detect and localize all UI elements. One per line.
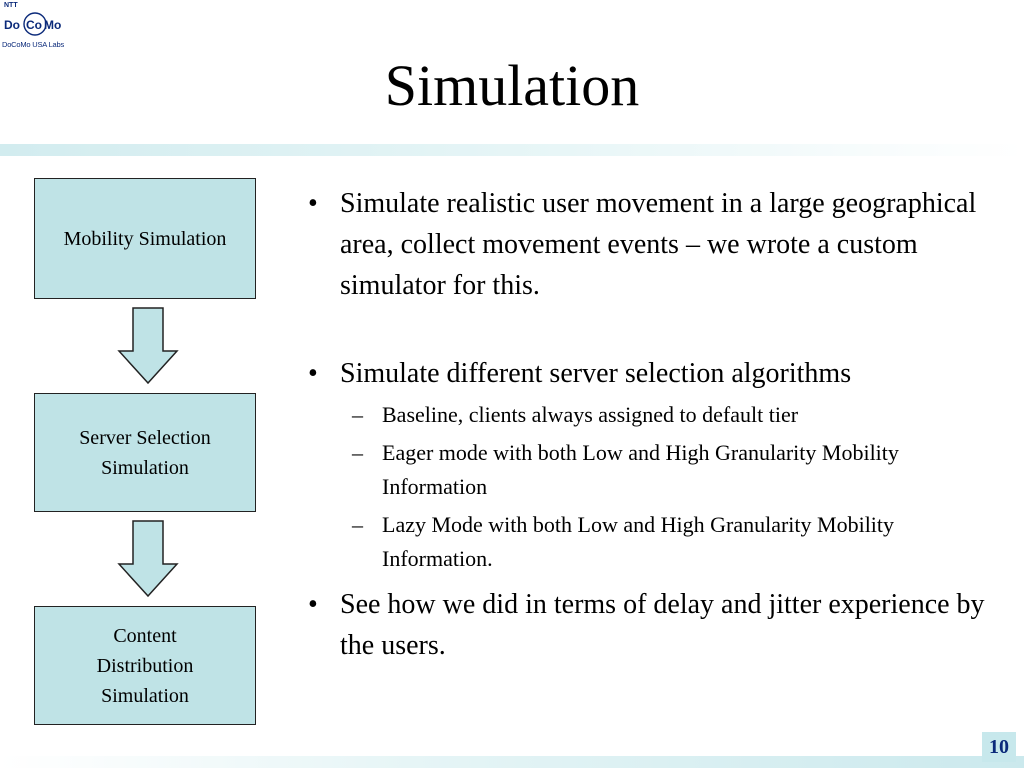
logo-subtitle: DoCoMo USA Labs	[2, 40, 65, 49]
flow-box-content-distribution-simulation: Content Distribution Simulation	[34, 606, 256, 725]
bullet-item: See how we did in terms of delay and jit…	[300, 584, 990, 666]
title-divider-band	[0, 144, 1024, 156]
flow-box-mobility-simulation: Mobility Simulation	[34, 178, 256, 299]
flow-box-server-selection-simulation: Server Selection Simulation	[34, 393, 256, 512]
bullet-item: Simulate different server selection algo…	[300, 353, 990, 394]
flow-box-label: Server Selection Simulation	[79, 426, 211, 479]
bullet-list: Simulate realistic user movement in a la…	[300, 183, 990, 666]
sub-bullet-list: Baseline, clients always assigned to def…	[300, 398, 990, 576]
flow-box-label: Content Distribution Simulation	[96, 624, 194, 707]
sub-bullet-item: Lazy Mode with both Low and High Granula…	[300, 508, 990, 576]
docomo-logo: NTT Do Co Mo DoCoMo USA Labs	[2, 2, 64, 50]
logo-do-text: Do	[4, 18, 20, 32]
down-arrow-icon	[117, 307, 179, 385]
flow-box-label: Mobility Simulation	[63, 227, 227, 250]
bullet-item: Simulate realistic user movement in a la…	[300, 183, 990, 306]
page-number: 10	[982, 732, 1016, 762]
logo-ntt-text: NTT	[4, 2, 18, 9]
docomo-logo-mark: Do Co Mo	[4, 12, 61, 36]
slide-title: Simulation	[384, 53, 640, 118]
sub-bullet-item: Baseline, clients always assigned to def…	[300, 398, 990, 432]
down-arrow-icon	[117, 520, 179, 598]
sub-bullet-item: Eager mode with both Low and High Granul…	[300, 436, 990, 504]
logo-co-text: Co	[26, 18, 42, 32]
logo-mo-text: Mo	[44, 18, 61, 32]
footer-band	[0, 756, 1024, 768]
